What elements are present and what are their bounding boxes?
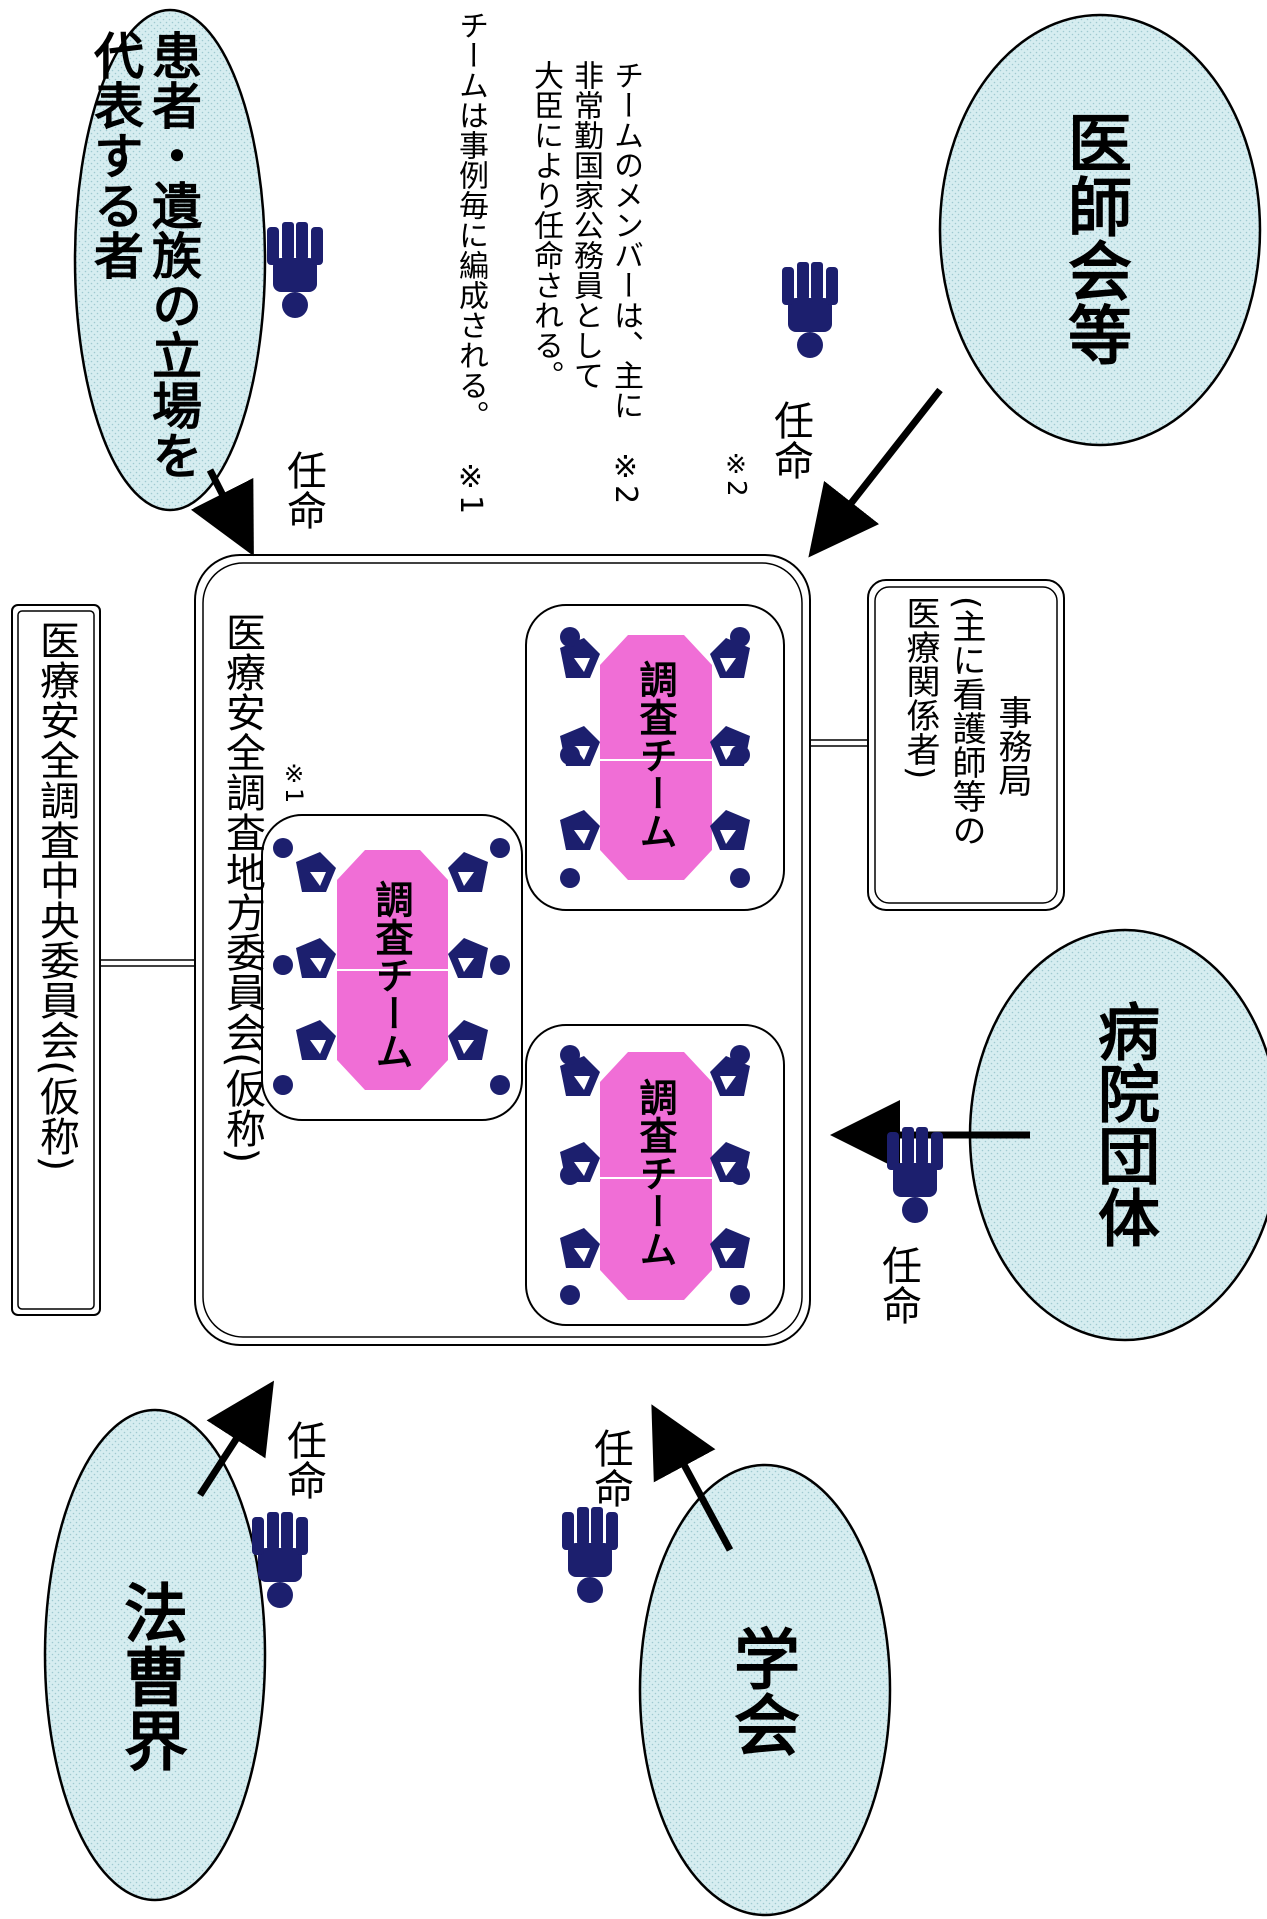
arrow-academic [651, 1404, 734, 1552]
medical-association-ellipse [938, 13, 1262, 447]
note1-mark-on-team: ※1 [280, 760, 308, 804]
team-label-3: 調査チーム [633, 1078, 677, 1268]
secretariat-box [867, 579, 1065, 911]
regional-committee-label: 医療安全調査地方委員会(仮称) [219, 612, 265, 1164]
patients-label: 患者・遺族の立場を 代表する者 [86, 30, 202, 480]
patients-line1: 患者・遺族の立場を [144, 30, 202, 480]
person-icon-hospital [887, 1127, 943, 1223]
patients-line2: 代表する者 [86, 30, 144, 280]
note2: チームのメンバーは、主に ※2 非常勤国家公務員として 大臣により任命される。 [528, 60, 643, 505]
patients-ellipse [73, 8, 267, 512]
person-icon-medical [782, 262, 838, 358]
regional-committee-frame [194, 554, 811, 1346]
person-icon-patients [267, 222, 323, 318]
appoint-label-hospital: 任命 [875, 1245, 921, 1325]
note1: チームは事例毎に編成される。 ※1 [453, 10, 488, 515]
appoint-label-legal: 任命 [280, 1420, 326, 1500]
medical-association-label: 医師会等 [1057, 110, 1131, 366]
note2-line1: チームのメンバーは、主に [608, 60, 643, 420]
legal-ellipse [43, 1408, 267, 1902]
team-box-2 [525, 604, 785, 911]
arrow-legal [197, 1380, 275, 1497]
academic-label: 学会 [723, 1625, 800, 1757]
person-icon-academic [562, 1507, 618, 1603]
arrow-patients [190, 468, 254, 557]
secretariat-line3: 医療関係者) [900, 596, 940, 780]
team-box-1 [261, 814, 523, 1121]
note1-text: チームは事例毎に編成される。 [453, 10, 488, 430]
note2-line2: 非常勤国家公務員として [568, 60, 603, 390]
secretariat-line2: (主に看護師等の [946, 596, 986, 848]
legal-label: 法曹界 [113, 1580, 187, 1772]
team-label-1: 調査チーム [369, 880, 413, 1070]
secretariat-label: 事務局 (主に看護師等の 医療関係者) [880, 596, 1052, 896]
central-committee-label: 医療安全調査中央委員会(仮称) [33, 620, 79, 1172]
appoint-label-medical: 任命 [767, 400, 813, 480]
secretariat-title: 事務局 [992, 695, 1032, 797]
hospital-groups-label: 病院団体 [1087, 1000, 1160, 1248]
appoint-label-academic: 任命 [587, 1428, 633, 1508]
arrow-medical [808, 387, 943, 558]
note2-mark: ※2 [608, 450, 643, 505]
note2-line3: 大臣により任命される。 [528, 60, 563, 390]
team-label-2: 調査チーム [633, 660, 677, 850]
academic-ellipse [638, 1463, 892, 1917]
note2-mark-on-medical: ※2 [721, 450, 751, 497]
appoint-label-patients: 任命 [280, 450, 326, 530]
note1-mark: ※1 [453, 460, 488, 515]
team-box-3 [525, 1024, 785, 1326]
